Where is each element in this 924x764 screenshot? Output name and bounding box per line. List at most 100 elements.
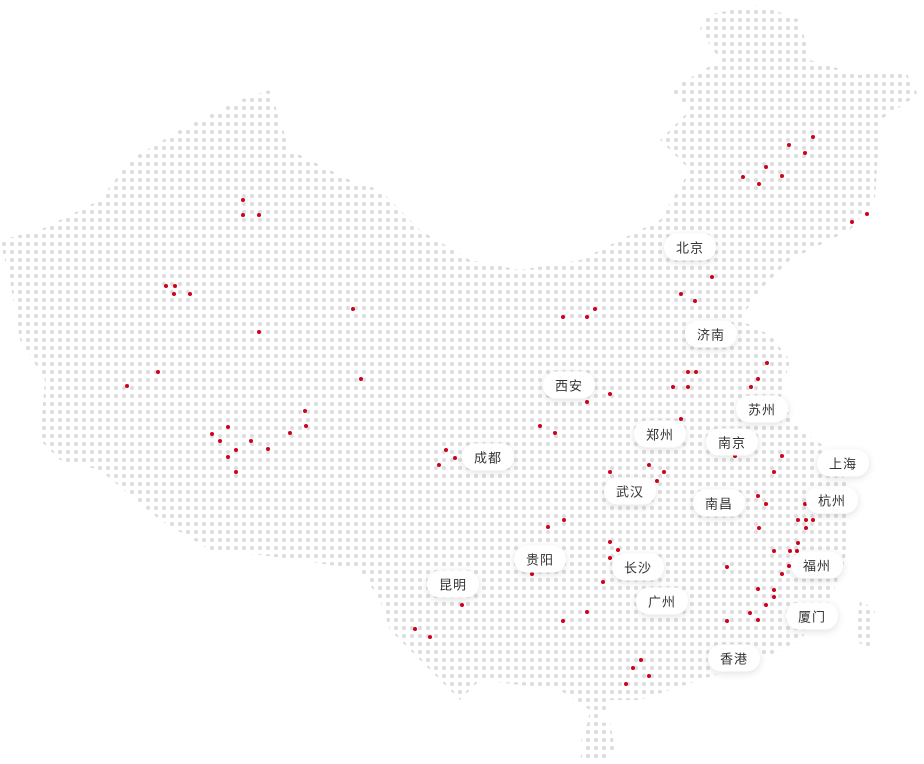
- city-label-guiyang[interactable]: 贵阳: [513, 545, 567, 573]
- location-marker[interactable]: [686, 370, 690, 374]
- location-marker[interactable]: [780, 174, 784, 178]
- location-marker[interactable]: [351, 307, 355, 311]
- location-marker[interactable]: [694, 370, 698, 374]
- location-marker[interactable]: [561, 619, 565, 623]
- location-marker[interactable]: [226, 455, 230, 459]
- location-marker[interactable]: [647, 463, 651, 467]
- city-label-hongkong[interactable]: 香港: [707, 644, 761, 672]
- location-marker[interactable]: [257, 330, 261, 334]
- location-marker[interactable]: [865, 212, 869, 216]
- city-label-beijing[interactable]: 北京: [663, 233, 717, 261]
- location-marker[interactable]: [710, 275, 714, 279]
- location-marker[interactable]: [803, 151, 807, 155]
- location-marker[interactable]: [538, 424, 542, 428]
- location-marker[interactable]: [359, 377, 363, 381]
- location-marker[interactable]: [188, 292, 192, 296]
- location-marker[interactable]: [725, 619, 729, 623]
- location-marker[interactable]: [585, 400, 589, 404]
- location-marker[interactable]: [241, 198, 245, 202]
- location-marker[interactable]: [210, 432, 214, 436]
- location-marker[interactable]: [804, 526, 808, 530]
- city-label-hangzhou[interactable]: 杭州: [805, 486, 859, 514]
- location-marker[interactable]: [741, 175, 745, 179]
- city-label-suzhou[interactable]: 苏州: [735, 395, 789, 423]
- location-marker[interactable]: [608, 392, 612, 396]
- location-marker[interactable]: [444, 448, 448, 452]
- location-marker[interactable]: [453, 456, 457, 460]
- city-label-chengdu[interactable]: 成都: [461, 443, 515, 471]
- location-marker[interactable]: [172, 292, 176, 296]
- location-marker[interactable]: [608, 540, 612, 544]
- location-marker[interactable]: [601, 580, 605, 584]
- location-marker[interactable]: [804, 518, 808, 522]
- location-marker[interactable]: [437, 463, 441, 467]
- location-marker[interactable]: [530, 572, 534, 576]
- location-marker[interactable]: [257, 213, 261, 217]
- location-marker[interactable]: [608, 470, 612, 474]
- location-marker[interactable]: [756, 494, 760, 498]
- location-marker[interactable]: [546, 525, 550, 529]
- location-marker[interactable]: [553, 431, 557, 435]
- location-marker[interactable]: [686, 385, 690, 389]
- city-label-xiamen[interactable]: 厦门: [785, 602, 839, 630]
- location-marker[interactable]: [756, 587, 760, 591]
- city-label-guangzhou[interactable]: 广州: [635, 587, 689, 615]
- location-marker[interactable]: [303, 409, 307, 413]
- location-marker[interactable]: [671, 385, 675, 389]
- location-marker[interactable]: [662, 470, 666, 474]
- location-marker[interactable]: [561, 315, 565, 319]
- location-marker[interactable]: [764, 165, 768, 169]
- location-marker[interactable]: [647, 674, 651, 678]
- location-marker[interactable]: [748, 611, 752, 615]
- city-label-jinan[interactable]: 济南: [684, 320, 738, 348]
- location-marker[interactable]: [679, 292, 683, 296]
- location-marker[interactable]: [639, 658, 643, 662]
- location-marker[interactable]: [218, 439, 222, 443]
- location-marker[interactable]: [173, 284, 177, 288]
- location-marker[interactable]: [304, 424, 308, 428]
- location-marker[interactable]: [631, 666, 635, 670]
- city-label-changsha[interactable]: 长沙: [611, 553, 665, 581]
- location-marker[interactable]: [772, 470, 776, 474]
- location-marker[interactable]: [757, 526, 761, 530]
- location-marker[interactable]: [655, 479, 659, 483]
- location-marker[interactable]: [585, 610, 589, 614]
- location-marker[interactable]: [585, 315, 589, 319]
- location-marker[interactable]: [787, 143, 791, 147]
- location-marker[interactable]: [164, 284, 168, 288]
- location-marker[interactable]: [266, 447, 270, 451]
- location-marker[interactable]: [234, 448, 238, 452]
- city-label-kunming[interactable]: 昆明: [426, 570, 480, 598]
- location-marker[interactable]: [796, 518, 800, 522]
- location-marker[interactable]: [608, 556, 612, 560]
- city-label-wuhan[interactable]: 武汉: [603, 477, 657, 505]
- location-marker[interactable]: [780, 454, 784, 458]
- city-label-fuzhou[interactable]: 福州: [790, 551, 844, 579]
- city-label-xian[interactable]: 西安: [542, 371, 596, 399]
- location-marker[interactable]: [460, 603, 464, 607]
- location-marker[interactable]: [125, 384, 129, 388]
- location-marker[interactable]: [796, 541, 800, 545]
- location-marker[interactable]: [288, 431, 292, 435]
- location-marker[interactable]: [811, 518, 815, 522]
- city-label-nanchang[interactable]: 南昌: [692, 489, 746, 517]
- location-marker[interactable]: [764, 502, 768, 506]
- location-marker[interactable]: [764, 603, 768, 607]
- location-marker[interactable]: [156, 370, 160, 374]
- location-marker[interactable]: [850, 220, 854, 224]
- location-marker[interactable]: [413, 627, 417, 631]
- city-label-shanghai[interactable]: 上海: [816, 449, 870, 477]
- location-marker[interactable]: [787, 564, 791, 568]
- location-marker[interactable]: [749, 385, 753, 389]
- location-marker[interactable]: [765, 361, 769, 365]
- location-marker[interactable]: [756, 377, 760, 381]
- location-marker[interactable]: [788, 549, 792, 553]
- location-marker[interactable]: [593, 307, 597, 311]
- location-marker[interactable]: [428, 635, 432, 639]
- location-marker[interactable]: [624, 682, 628, 686]
- location-marker[interactable]: [562, 518, 566, 522]
- location-marker[interactable]: [234, 470, 238, 474]
- city-label-nanjing[interactable]: 南京: [705, 428, 759, 456]
- location-marker[interactable]: [226, 425, 230, 429]
- location-marker[interactable]: [616, 548, 620, 552]
